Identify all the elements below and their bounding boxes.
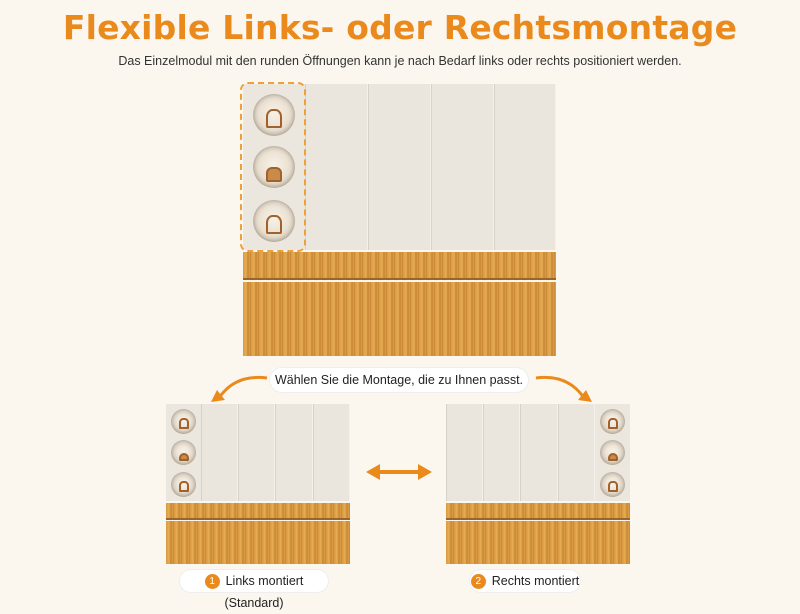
round-opening-module bbox=[243, 84, 305, 250]
round-opening bbox=[600, 472, 625, 497]
wood-drawer-row bbox=[446, 503, 630, 520]
round-opening bbox=[253, 146, 295, 188]
option-label: Links montiert (Standard) bbox=[224, 574, 304, 610]
left-mounted-cabinet-image[interactable] bbox=[166, 404, 350, 564]
mounting-prompt: Wählen Sie die Montage, die zu Ihnen pas… bbox=[270, 368, 528, 392]
round-opening bbox=[600, 409, 625, 434]
option-right-mounted[interactable]: 2 Rechts montiert bbox=[470, 570, 580, 592]
round-opening bbox=[253, 200, 295, 242]
round-opening bbox=[171, 440, 196, 465]
round-opening-module bbox=[166, 404, 201, 501]
door-panel bbox=[305, 84, 368, 250]
module-highlight bbox=[240, 82, 306, 252]
wood-drawer-row bbox=[243, 252, 556, 280]
door-panel bbox=[446, 404, 483, 501]
door-panel bbox=[275, 404, 313, 501]
wood-base bbox=[243, 282, 556, 356]
option-number: 2 bbox=[470, 574, 486, 590]
door-panel bbox=[238, 404, 275, 501]
curved-arrow-right-icon bbox=[535, 375, 592, 402]
door-panel bbox=[483, 404, 520, 501]
round-opening bbox=[171, 409, 196, 434]
wood-base bbox=[446, 521, 630, 564]
round-opening-module bbox=[595, 404, 630, 501]
double-arrow-icon bbox=[366, 464, 432, 480]
right-mounted-cabinet-image[interactable] bbox=[446, 404, 630, 564]
door-panel bbox=[558, 404, 595, 501]
page-subtitle: Das Einzelmodul mit den runden Öffnungen… bbox=[118, 54, 682, 68]
door-panel bbox=[431, 84, 494, 250]
page-title: Flexible Links- oder Rechtsmontage bbox=[62, 8, 738, 47]
option-number: 1 bbox=[204, 574, 220, 590]
door-panel bbox=[494, 84, 556, 250]
door-panel bbox=[520, 404, 558, 501]
wood-base bbox=[166, 521, 350, 564]
round-opening bbox=[171, 472, 196, 497]
round-opening bbox=[600, 440, 625, 465]
door-panel bbox=[368, 84, 431, 250]
door-panel bbox=[313, 404, 350, 501]
wood-drawer-row bbox=[166, 503, 350, 520]
door-panel bbox=[201, 404, 238, 501]
option-label: Rechts montiert bbox=[491, 574, 580, 588]
round-opening bbox=[253, 94, 295, 136]
main-cabinet-image bbox=[243, 84, 556, 356]
curved-arrow-left-icon bbox=[211, 375, 268, 402]
